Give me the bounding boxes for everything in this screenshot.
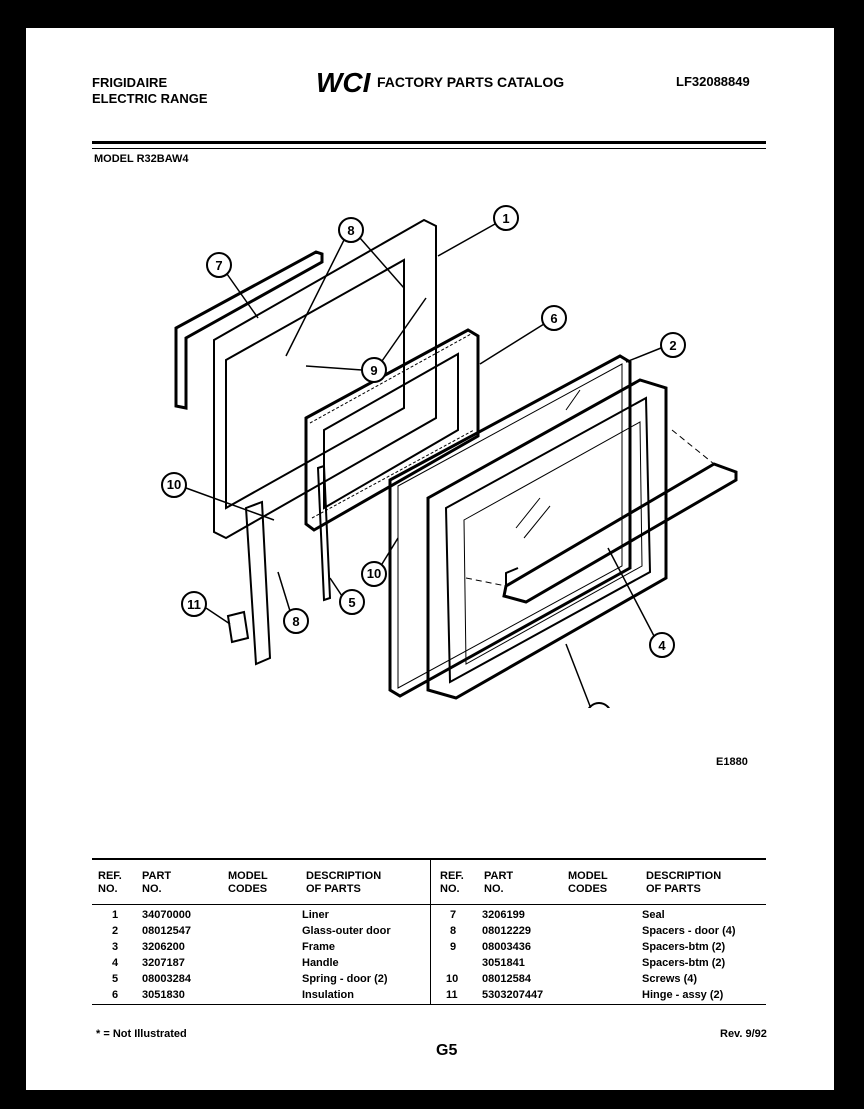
header-rule-thin: [92, 148, 766, 149]
catalog-page: FRIGIDAIRE ELECTRIC RANGE WCI FACTORY PA…: [26, 28, 834, 1090]
catalog-code: LF32088849: [676, 74, 750, 89]
header-rule: [92, 141, 766, 144]
catalog-title: FACTORY PARTS CATALOG: [377, 74, 565, 90]
table-rule-bottom: [92, 1004, 766, 1005]
svg-text:7: 7: [215, 258, 222, 273]
table-rule-header: [92, 904, 766, 905]
header-ref-left: REF.NO.: [98, 870, 122, 895]
table-rule-top: [92, 858, 766, 860]
header-ref-right: REF.NO.: [440, 870, 464, 895]
product-type: ELECTRIC RANGE: [92, 91, 208, 106]
callout-5: 5: [329, 577, 365, 615]
svg-text:9: 9: [370, 363, 377, 378]
svg-text:1: 1: [502, 211, 509, 226]
svg-text:11: 11: [187, 597, 201, 612]
logo-text: WCI: [316, 67, 372, 96]
callout-8-top: 8: [285, 217, 405, 357]
callout-1: 1: [437, 205, 519, 257]
callout-2: 2: [625, 332, 686, 363]
table-divider: [430, 860, 431, 1004]
callout-10-center: 10: [361, 537, 399, 587]
svg-text:10: 10: [367, 566, 381, 581]
diagram-linework: [174, 218, 738, 700]
svg-text:8: 8: [347, 223, 354, 238]
wci-logo: WCI: [316, 67, 372, 96]
svg-text:5: 5: [348, 595, 355, 610]
callout-7: 7: [206, 252, 259, 319]
callout-6: 6: [479, 305, 567, 365]
callout-10-left: 10: [161, 472, 275, 521]
revision-date: Rev. 9/92: [720, 1028, 767, 1040]
callout-9: 9: [305, 297, 427, 383]
callout-8-bottom: 8: [277, 571, 309, 634]
svg-text:4: 4: [658, 638, 666, 653]
page-number: G5: [436, 1042, 458, 1059]
svg-text:6: 6: [550, 311, 557, 326]
svg-text:2: 2: [669, 338, 676, 353]
svg-text:10: 10: [167, 477, 181, 492]
figure-id: E1880: [716, 756, 748, 768]
exploded-door-diagram: 1 2 3 4 5 6 7: [161, 205, 738, 708]
callout-4: 4: [607, 547, 675, 658]
model-number: MODEL R32BAW4: [94, 153, 189, 165]
callout-3: 3: [565, 643, 610, 708]
brand-name: FRIGIDAIRE: [92, 75, 168, 90]
svg-text:8: 8: [292, 614, 299, 629]
callout-11: 11: [181, 591, 231, 625]
footnote: * = Not Illustrated: [96, 1028, 187, 1040]
brand-block: FRIGIDAIRE ELECTRIC RANGE: [92, 75, 208, 107]
